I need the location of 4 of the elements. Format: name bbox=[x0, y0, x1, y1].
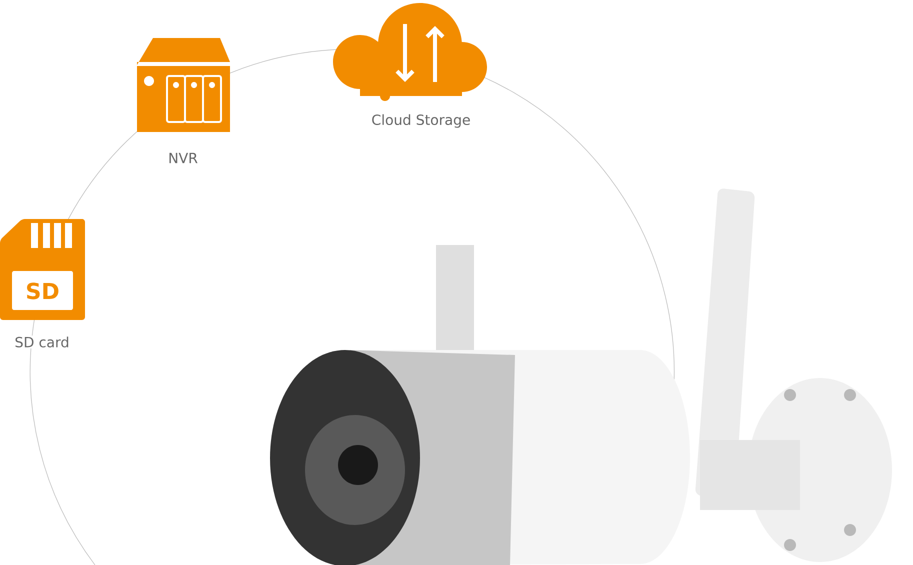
icon-caption: Cloud Storage bbox=[370, 113, 472, 129]
card-label: SD bbox=[27, 282, 58, 300]
icon-caption: NVR bbox=[167, 152, 199, 164]
icon-caption: SD card bbox=[14, 336, 70, 348]
